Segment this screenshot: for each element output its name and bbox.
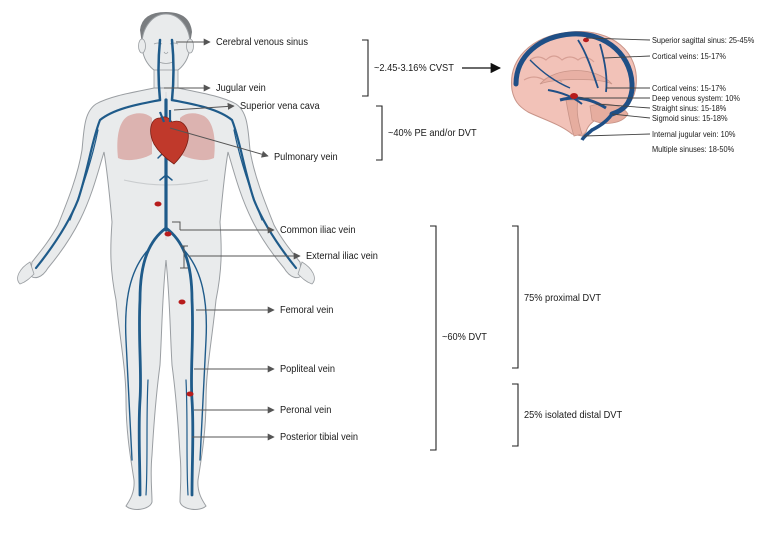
brain-label-cortical-veins-1: Cortical veins: 15-17% <box>652 51 726 61</box>
label-popliteal-vein: Popliteal vein <box>280 363 335 375</box>
brain-label-multiple-sinuses: Multiple sinuses: 18-50% <box>652 144 735 154</box>
stat-dvt: ~60% DVT <box>442 331 487 343</box>
bracket-cvst <box>362 39 369 97</box>
brain-leader-straight <box>595 103 651 109</box>
brain-leader-ijv <box>583 133 651 137</box>
label-posterior-tibial-vein: Posterior tibial vein <box>280 431 359 443</box>
bracket-proximal <box>512 225 519 369</box>
stat-cvst: ~2.45-3.16% CVST <box>374 62 454 74</box>
stat-pe-dvt: ~40% PE and/or DVT <box>388 127 477 139</box>
brain-leaders <box>578 37 651 137</box>
label-superior-vena-cava: Superior vena cava <box>240 100 320 112</box>
label-external-iliac-vein: External iliac vein <box>306 250 378 262</box>
leader-svc <box>173 102 235 111</box>
label-leaders <box>164 38 301 441</box>
brain-label-cortical-veins-2: Cortical veins: 15-17% <box>652 83 726 93</box>
brain-leader-cortical1 <box>603 55 651 59</box>
lungs <box>117 113 215 161</box>
label-cerebral-venous-sinus: Cerebral venous sinus <box>216 36 308 48</box>
brain-label-internal-jugular-vein: Internal jugular vein: 10% <box>652 129 736 139</box>
iliac-brackets <box>172 221 188 269</box>
label-femoral-vein: Femoral vein <box>280 304 334 316</box>
brain-leader-sigmoid <box>611 113 651 119</box>
bracket-distal <box>512 383 519 447</box>
stat-proximal-dvt: 75% proximal DVT <box>524 292 602 304</box>
bracket-pe-dvt <box>376 105 383 161</box>
brain-illustration <box>511 31 637 141</box>
label-jugular-vein: Jugular vein <box>216 82 266 94</box>
bracket-dvt <box>430 225 437 451</box>
brain-label-superior-sagittal-sinus: Superior sagittal sinus: 25-45% <box>652 35 755 45</box>
label-pulmonary-vein: Pulmonary vein <box>274 151 338 163</box>
brain-label-deep-venous-system: Deep venous system: 10% <box>652 93 740 103</box>
stat-brackets <box>362 39 519 451</box>
label-peronal-vein: Peronal vein <box>280 404 332 416</box>
heart <box>150 110 189 165</box>
human-figure <box>17 12 315 510</box>
leader-pulmonary <box>169 127 269 158</box>
label-common-iliac-vein: Common iliac vein <box>280 224 356 236</box>
thrombus-markers <box>154 201 194 397</box>
brain-leader-sss <box>585 37 651 41</box>
brain-label-sigmoid-sinus: Sigmoid sinus: 15-18% <box>652 113 728 123</box>
brain-label-straight-sinus: Straight sinus: 15-18% <box>652 103 727 113</box>
stat-distal-dvt: 25% isolated distal DVT <box>524 409 623 421</box>
